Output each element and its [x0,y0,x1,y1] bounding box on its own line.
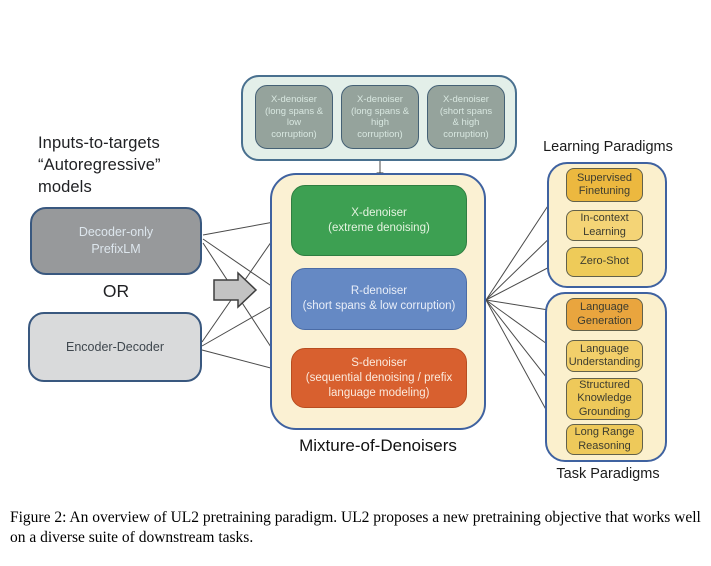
box-detail: (extreme denoising) [328,221,430,234]
inputs-to-targets-heading: Inputs-to-targets “Autoregressive” model… [38,134,161,196]
supervised-finetuning-box: Supervised Finetuning [566,168,643,202]
learning-paradigms-label: Learning Paradigms [543,139,673,155]
x-denoiser-box: X-denoiser (extreme denoising) [291,185,467,256]
box-detail: (short spans & high corruption) [439,105,493,140]
box-title: X-denoiser [271,94,317,105]
box-detail: (long spans & high corruption) [350,105,410,140]
or-label: OR [102,280,130,301]
box-detail: (short spans & low corruption) [302,300,456,312]
encoder-decoder-box: Encoder-Decoder [28,312,202,382]
language-generation-box: Language Generation [566,298,643,331]
box-detail: (sequential denoising / prefix language … [305,371,453,399]
box-title: X-denoiser [357,94,403,105]
block-arrow-icon [213,271,258,309]
figure-caption: Figure 2: An overview of UL2 pretraining… [10,509,701,546]
s-denoiser-box: S-denoiser (sequential denoising / prefi… [291,348,467,408]
box-detail: (long spans & low corruption) [264,105,324,140]
in-context-learning-box: In-context Learning [566,210,643,241]
mixture-of-denoisers-label: Mixture-of-Denoisers [299,436,457,455]
task-paradigms-label: Task Paradigms [556,466,660,482]
box-title: R-denoiser [350,285,408,297]
x-denoiser-long-low-box: X-denoiser (long spans & low corruption) [255,85,333,149]
structured-knowledge-grounding-box: Structured Knowledge Grounding [566,378,643,420]
language-understanding-box: Language Understanding [566,340,643,372]
zero-shot-box: Zero-Shot [566,247,643,277]
box-title: X-denoiser [443,94,489,105]
x-denoiser-long-high-box: X-denoiser (long spans & high corruption… [341,85,419,149]
box-title: X-denoiser [351,206,407,219]
decoder-only-prefixlm-box: Decoder-only PrefixLM [30,207,202,275]
box-title: S-denoiser [351,356,407,369]
x-denoiser-short-high-box: X-denoiser (short spans & high corruptio… [427,85,505,149]
long-range-reasoning-box: Long Range Reasoning [566,424,643,455]
r-denoiser-box: R-denoiser (short spans & low corruption… [291,268,467,330]
